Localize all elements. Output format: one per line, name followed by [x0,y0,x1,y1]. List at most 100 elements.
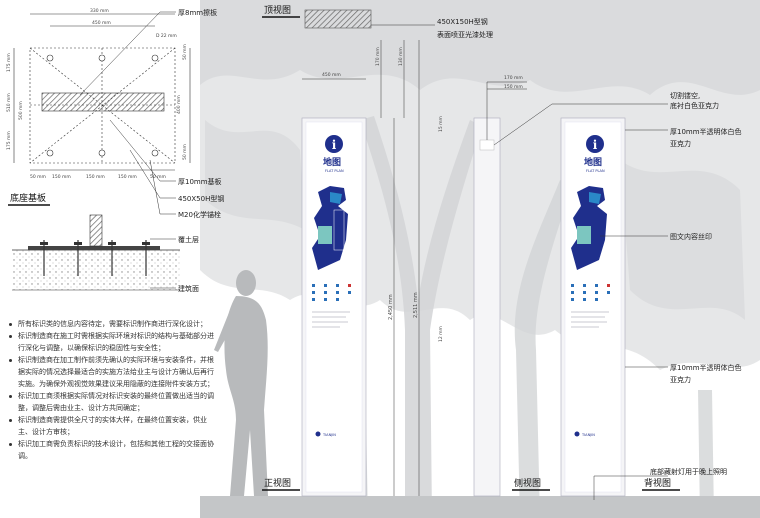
ground-strip [200,496,760,518]
dim-left-1: 175 mm [6,53,12,72]
callout-soil: 覆土层 [178,235,199,244]
back-sign [560,117,626,497]
top-view-label-2: 表面喷亚光漆处理 [437,30,493,39]
plate-outline [29,47,176,164]
dim-side-150: 150 mm [504,84,523,90]
top-view-section [304,9,372,29]
dim-front-width: 450 mm [322,72,341,78]
soil-layer [12,250,180,290]
callout-steel: 450X50H型钢 [178,194,224,203]
front-panel-content: i 地图 FLAT PLAN TIANJIN [312,135,351,437]
note-item: 标识制造商需提供全尺寸的实体大样，在最终位置安装，供业主、设计方审核； [8,414,218,438]
left-callout-labels: 厚8mm擦板 厚10mm基板 450X50H型钢 M20化学锚栓 覆土层 建筑面 [178,8,224,293]
dim-right-bot: 50 mm [182,144,188,160]
design-notes: 所有标识类的信息内容待定，需要标识制作商进行深化设计； 标识制造商在施工时需根据… [8,318,218,462]
dim-left-3: 175 mm [6,131,12,150]
bolt-hole [98,149,106,157]
dim-front-bottom: 12 mm [438,326,444,342]
bolt-hole [151,54,159,62]
info-icon-letter: i [332,138,337,152]
dim-front-top170: 170 mm [375,47,381,66]
bolt-hole [98,54,106,62]
note-item: 标识加工商须根据实际情况对标识安装的最终位置做出适当的调整，调整后需由业主、设计… [8,390,218,414]
base-plate-plan [13,13,191,171]
side-sign [473,117,501,497]
view-title-front: 正视图 [264,477,291,489]
callout-acrylic-bottom-1: 厚10mm半透明体白色 [670,363,742,372]
callout-light: 底部藏射灯用于晚上照明 [650,467,727,476]
dim-total-w: 330 mm [90,8,109,14]
dim-side-170: 170 mm [504,75,523,81]
note-item: 标识制造商在加工制作前须先确认的实际环境与安装条件，并根据实际的情况选择最适合的… [8,354,218,390]
right-leader-lines [493,103,668,500]
dim-front-height: 2,450 mm [388,294,394,320]
steel-post-section [89,214,103,247]
back-text-lines [571,311,609,328]
brand-text: TIANJIN [322,433,336,437]
back-info-icon-letter: i [593,138,598,152]
note-item: 标识加工商需负责标识的技术设计，包括和其他工程的交接面协调。 [8,438,218,462]
h-steel-section [41,92,165,112]
dim-bottom-1: 50 mm [30,174,46,180]
view-title-top: 顶视图 [264,4,291,16]
view-title-back: 背视图 [644,477,671,489]
callout-print: 图文内容丝印 [670,232,712,241]
info-icon [325,135,343,153]
dim-bolt-w: 450 mm [92,20,111,26]
brand-logo [315,431,321,437]
front-dim-lines [302,40,420,496]
front-dim-labels: 450 mm 2,450 mm 2,511 mm 170 mm 130 mm 1… [322,47,444,342]
back-brand-text: TIANJIN [581,433,595,437]
base-section [12,214,180,291]
plate-dim-labels: 330 mm 450 mm D 22 mm 50 mm 150 mm 150 m… [6,8,188,180]
dim-front-2511: 2,511 mm [413,292,419,318]
person-silhouette [214,270,268,496]
side-dim-lines [486,81,527,140]
back-panel-content: i 地图 FLAT PLAN TIANJIN [571,135,610,437]
back-panel-title-en: FLAT PLAN [586,169,605,173]
dim-bottom-4: 150 mm [118,174,137,180]
callout-acrylic-top-1: 厚10mm半透明体白色 [670,127,742,136]
bolt-hole [46,149,54,157]
callout-acrylic-bottom-2: 亚克力 [670,375,691,384]
callout-cutout-2: 底衬白色亚克力 [670,101,719,110]
back-panel-title-cn: 地图 [584,156,602,168]
side-dim-labels: 170 mm 150 mm [504,75,523,90]
callout-foundation: 建筑面 [178,284,199,293]
back-info-icon [586,135,604,153]
callout-plate8: 厚8mm擦板 [178,8,217,17]
legend-dots [312,284,351,301]
front-sign [301,117,367,497]
callout-bolt: M20化学锚栓 [178,210,221,219]
base-plate-section [28,246,160,250]
dim-right-top: 50 mm [182,44,188,60]
dim-front-small: 15 mm [438,116,444,132]
bolt-hole [46,54,54,62]
bolt-hole [151,149,159,157]
callout-base10: 厚10mm基板 [178,177,222,186]
right-callout-labels: 切割镂空, 底衬白色亚克力 厚10mm半透明体白色 亚克力 图文内容丝印 厚10… [650,91,742,476]
dim-front-top130: 130 mm [398,47,404,66]
back-legend-dots [571,284,610,301]
view-title-side: 侧视图 [514,477,541,489]
note-item: 标识制造商在施工时需根据实际环境对标识的结构与基础部分进行深化与调整，以确保标识… [8,330,218,354]
view-title-base: 底座基板 [10,192,46,204]
back-brand-logo [574,431,580,437]
panel-title-cn: 地图 [323,156,341,168]
dim-left-2: 510 mm [6,93,12,112]
text-lines [312,311,350,328]
dim-left-total: 500 mm [18,101,24,120]
top-view-label-1: 450X150H型钢 [437,17,488,26]
dim-hole: D 22 mm [156,33,177,39]
dim-right-mid: 400 mm [176,95,182,114]
dim-bottom-5: 50 mm [150,174,166,180]
panel-title-en: FLAT PLAN [325,169,344,173]
callout-acrylic-top-2: 亚克力 [670,139,691,148]
dim-bottom-3: 150 mm [86,174,105,180]
dim-bottom-2: 150 mm [52,174,71,180]
side-cutout [479,139,495,151]
callout-cutout-1: 切割镂空, [670,91,700,100]
note-item: 所有标识类的信息内容待定，需要标识制作商进行深化设计； [8,318,218,330]
